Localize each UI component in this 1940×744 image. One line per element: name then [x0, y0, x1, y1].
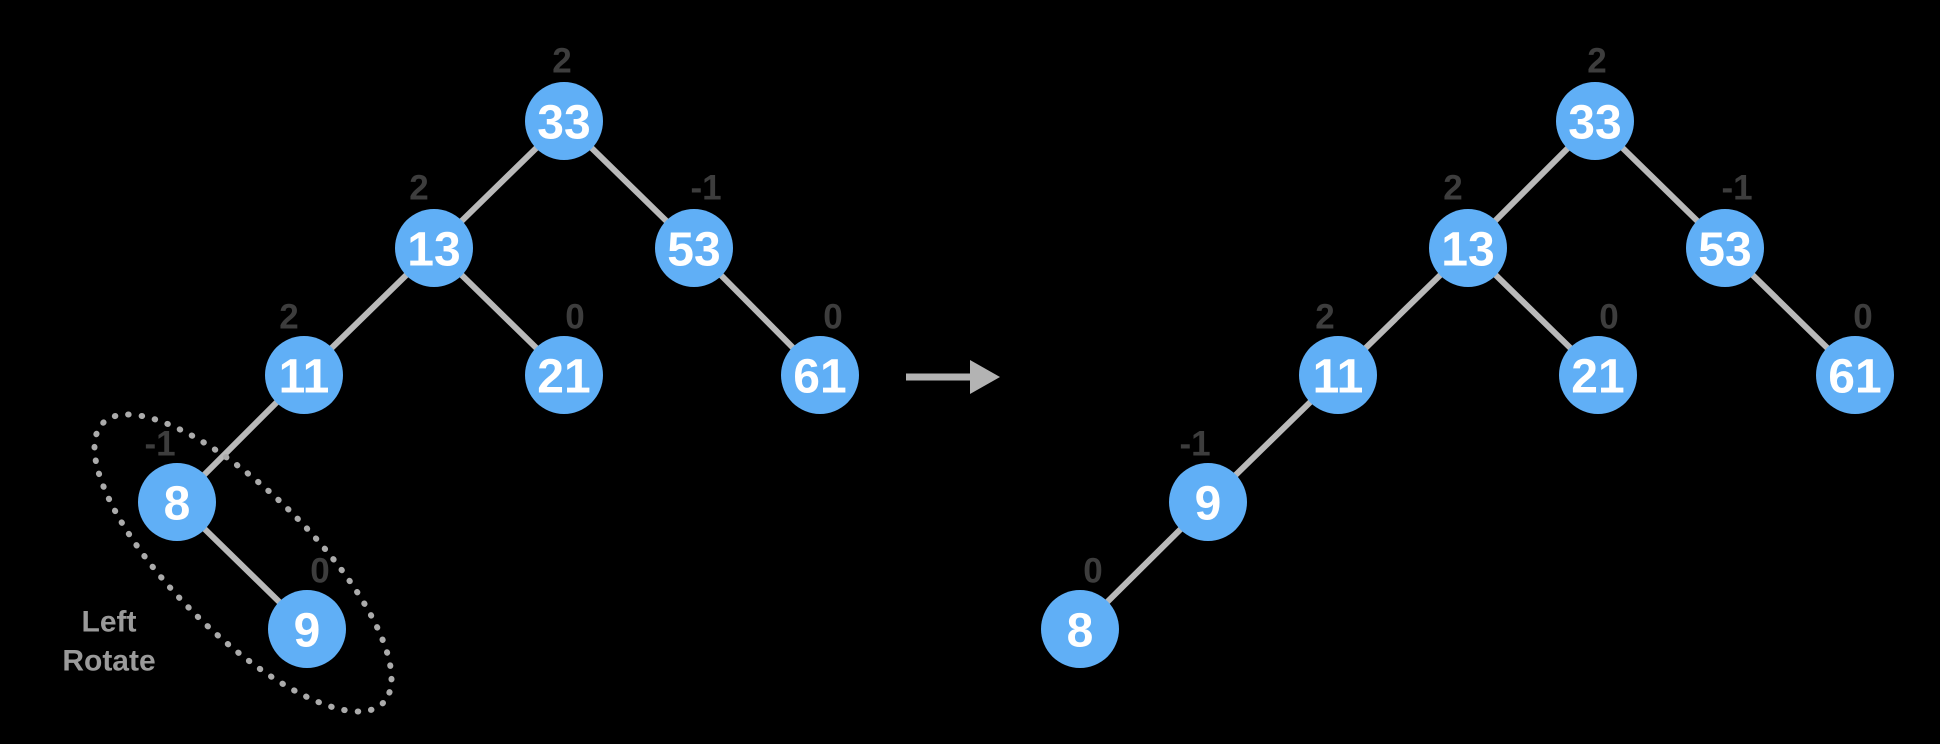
node-value: 9 [294, 605, 321, 658]
balance-factor-33: 2 [1587, 42, 1606, 81]
tree-node-13: 132 [395, 169, 473, 287]
balance-factor-9: 0 [310, 552, 329, 591]
tree-node-61: 610 [781, 298, 859, 414]
balance-factor-11: 2 [279, 298, 298, 337]
node-circle [138, 463, 216, 541]
tree-node-8: 8-1 [138, 425, 216, 541]
node-circle [1299, 336, 1377, 414]
tree-node-13: 132 [1429, 169, 1507, 287]
balance-factor-9: -1 [1179, 425, 1210, 464]
node-circle [268, 590, 346, 668]
balance-factor-53: -1 [1721, 169, 1752, 208]
node-value: 13 [1441, 224, 1494, 277]
balance-factor-61: 0 [1853, 298, 1872, 337]
node-value: 11 [279, 351, 330, 404]
tree-node-9: 90 [268, 552, 346, 668]
node-circle [1556, 82, 1634, 160]
balance-factor-33: 2 [552, 42, 571, 81]
transition-arrow [906, 360, 1000, 394]
node-circle [781, 336, 859, 414]
node-value: 8 [1067, 605, 1094, 658]
node-circle [655, 209, 733, 287]
arrow-head [970, 360, 1000, 394]
balance-factor-8: -1 [144, 425, 175, 464]
balance-factor-13: 2 [1443, 169, 1462, 208]
balance-factor-61: 0 [823, 298, 842, 337]
tree-node-21: 210 [1559, 298, 1637, 414]
balance-factor-53: -1 [690, 169, 721, 208]
node-circle [395, 209, 473, 287]
node-circle [1559, 336, 1637, 414]
tree-node-21: 210 [525, 298, 603, 414]
node-value: 33 [537, 97, 590, 150]
tree-node-11: 112 [1299, 298, 1377, 414]
tree-node-53: 53-1 [1686, 169, 1764, 287]
node-circle [1686, 209, 1764, 287]
tree-node-11: 112 [265, 298, 343, 414]
node-value: 61 [1828, 351, 1881, 404]
tree-node-33: 332 [1556, 42, 1634, 160]
node-circle [525, 336, 603, 414]
rotation-label-line-1: Left [82, 606, 137, 639]
node-value: 61 [793, 351, 846, 404]
node-circle [1041, 590, 1119, 668]
node-circle [1429, 209, 1507, 287]
node-circle [1169, 463, 1247, 541]
rotation-label-line-2: Rotate [62, 645, 155, 678]
node-value: 8 [164, 478, 191, 531]
node-value: 13 [407, 224, 460, 277]
balance-factor-21: 0 [1599, 298, 1618, 337]
node-value: 11 [1313, 351, 1364, 404]
balance-factor-8: 0 [1083, 552, 1102, 591]
node-value: 21 [537, 351, 590, 404]
node-circle [525, 82, 603, 160]
node-circle [1816, 336, 1894, 414]
node-value: 9 [1195, 478, 1222, 531]
balance-factor-11: 2 [1315, 298, 1334, 337]
node-value: 33 [1568, 97, 1621, 150]
balance-factor-21: 0 [565, 298, 584, 337]
node-value: 21 [1571, 351, 1624, 404]
balance-factor-13: 2 [409, 169, 428, 208]
tree-node-53: 53-1 [655, 169, 733, 287]
node-circle [265, 336, 343, 414]
tree-node-33: 332 [525, 42, 603, 160]
tree-node-8: 80 [1041, 552, 1119, 668]
node-value: 53 [667, 224, 720, 277]
node-value: 53 [1698, 224, 1751, 277]
tree-node-9: 9-1 [1169, 425, 1247, 541]
rotation-highlight-ellipse [91, 411, 395, 715]
tree-node-61: 610 [1816, 298, 1894, 414]
